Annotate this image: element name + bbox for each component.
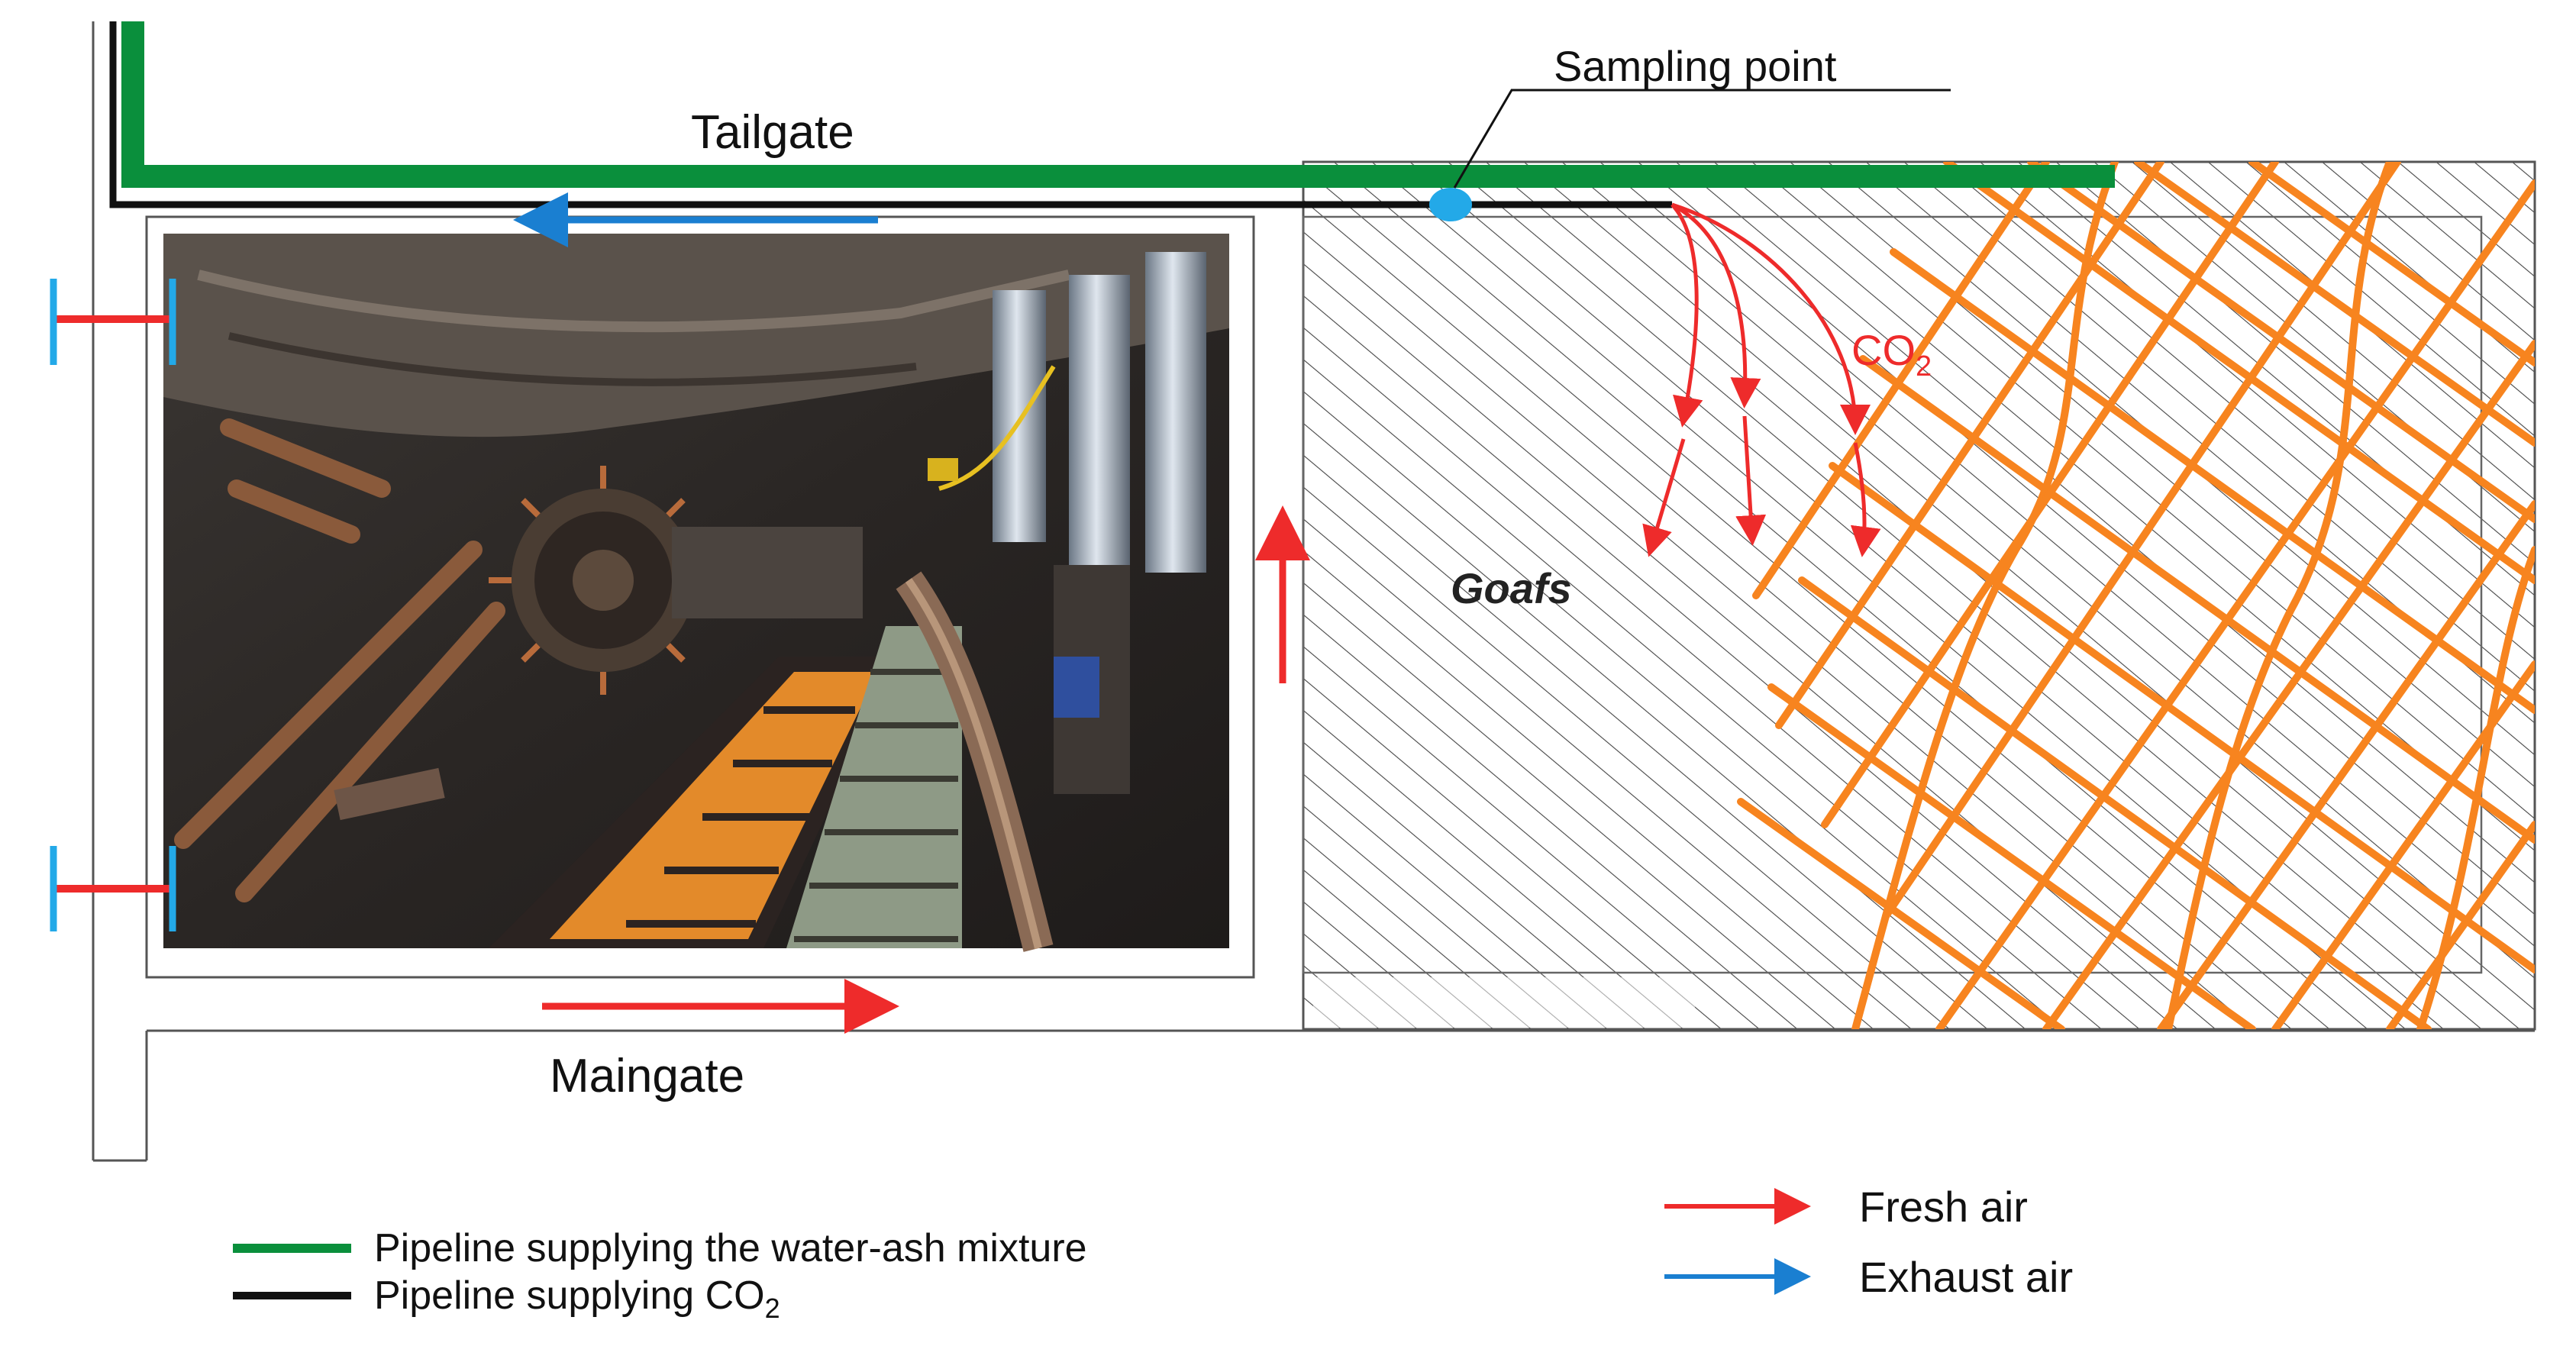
tailgate-label: Tailgate (691, 106, 854, 159)
water-ash-pipeline (121, 21, 2115, 188)
co2-release-arrows (1642, 202, 1881, 557)
longwall-shearer-photo (163, 234, 1229, 952)
goaf-gap (1313, 977, 1695, 1028)
ventilation-stoppings (50, 279, 176, 931)
legend: Pipeline supplying the water-ash mixture… (233, 1183, 2073, 1324)
sampling-point-label: Sampling point (1554, 42, 1837, 90)
goaf-area (1302, 160, 2536, 1031)
sampling-point-leader (1453, 89, 1951, 189)
co2-label: CO2 (1851, 326, 1932, 383)
maingate-label: Maingate (550, 1050, 744, 1102)
legend-co2-label: Pipeline supplying CO2 (374, 1273, 780, 1324)
legend-fresh-air-label: Fresh air (1859, 1183, 2028, 1231)
stowing-zone (1737, 162, 2535, 1029)
co2-pipeline (109, 21, 1672, 208)
goafs-label: Goafs (1451, 564, 1572, 612)
legend-exhaust-air-label: Exhaust air (1859, 1253, 2073, 1301)
legend-water-ash-label: Pipeline supplying the water-ash mixture (374, 1226, 1087, 1270)
sampling-point-marker (1429, 188, 1472, 221)
